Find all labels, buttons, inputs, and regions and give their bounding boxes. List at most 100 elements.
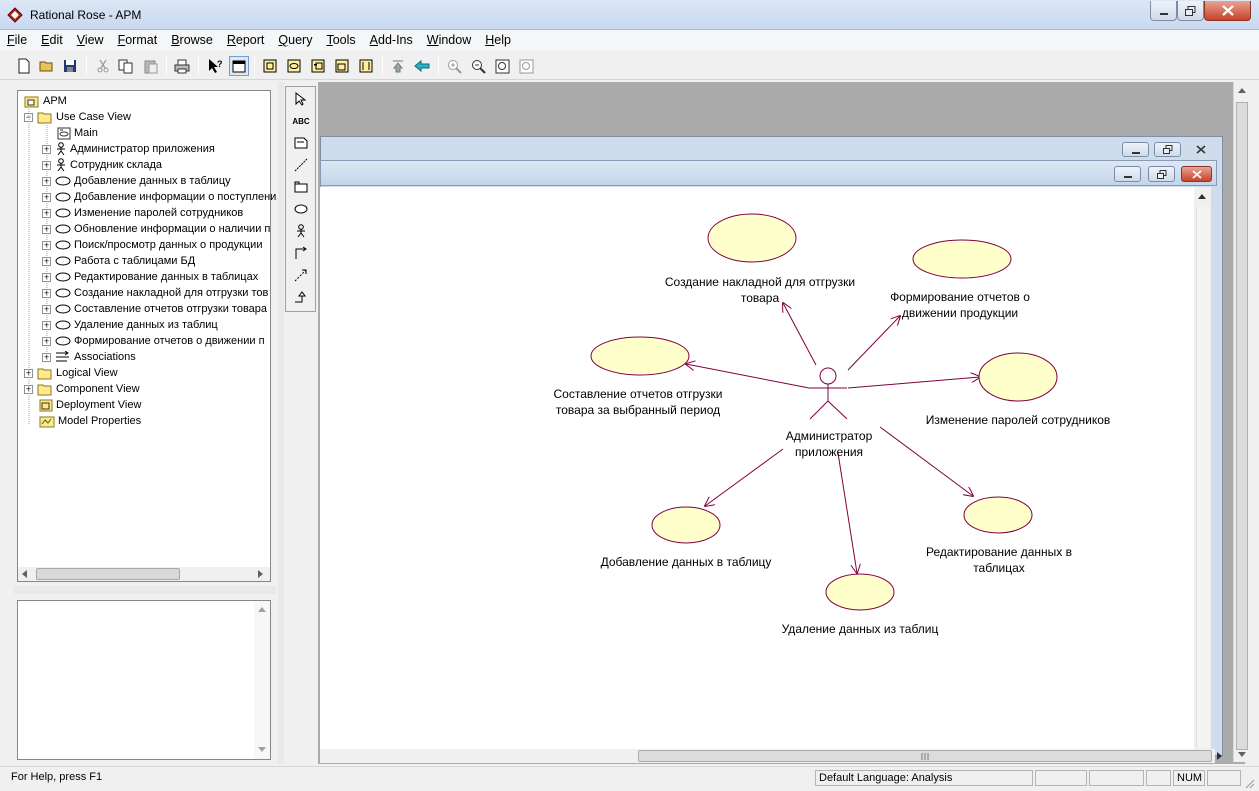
browser-hscroll-thumb[interactable] xyxy=(36,568,180,580)
tree-item[interactable]: +Добавление информации о поступлени xyxy=(42,189,276,205)
association-tool[interactable] xyxy=(290,243,312,263)
tree-item[interactable]: +Добавление данных в таблицу xyxy=(42,173,231,189)
use-case-uc4[interactable] xyxy=(978,352,1058,402)
association-uc1[interactable] xyxy=(783,303,817,366)
menu-help[interactable]: Help xyxy=(478,30,518,50)
menu-report[interactable]: Report xyxy=(220,30,272,50)
tree-item[interactable]: Main xyxy=(42,125,98,141)
association-uc5[interactable] xyxy=(705,448,784,506)
paste-button[interactable] xyxy=(140,56,160,76)
anchor-note-tool[interactable] xyxy=(290,155,312,175)
scroll-down-icon[interactable] xyxy=(1238,752,1246,757)
menu-format[interactable]: Format xyxy=(111,30,165,50)
browse-parent-button[interactable] xyxy=(388,56,408,76)
title-bar[interactable]: Rational Rose - APM xyxy=(0,0,1259,30)
generalization-tool[interactable] xyxy=(290,287,312,307)
tree-item[interactable]: +Поиск/просмотр данных о продукции xyxy=(42,237,262,253)
diagram-vscroll-track[interactable] xyxy=(1196,207,1209,747)
deployment-diagram-button[interactable] xyxy=(332,56,352,76)
open-button[interactable] xyxy=(37,56,57,76)
diagram-window-titlebar[interactable] xyxy=(320,160,1217,186)
use-case-uc6[interactable] xyxy=(963,496,1033,534)
tree-item[interactable]: +Удаление данных из таблиц xyxy=(42,317,218,333)
tree-item[interactable]: +Обновление информации о наличии п xyxy=(42,221,270,237)
class-diagram-button[interactable] xyxy=(260,56,280,76)
context-help-button[interactable]: ? xyxy=(205,56,225,76)
text-tool[interactable]: ABC xyxy=(290,111,312,131)
tree-item[interactable]: +Изменение паролей сотрудников xyxy=(42,205,243,221)
tree-item[interactable]: +Работа с таблицами БД xyxy=(42,253,195,269)
scroll-left-icon[interactable] xyxy=(22,570,28,578)
association-uc2[interactable] xyxy=(847,316,900,371)
use-case-uc3[interactable] xyxy=(590,336,690,376)
fit-in-window-button[interactable] xyxy=(492,56,512,76)
menu-add-ins[interactable]: Add-Ins xyxy=(363,30,420,50)
restore-button[interactable] xyxy=(1177,1,1204,21)
bg-window-restore-button[interactable] xyxy=(1154,142,1181,157)
browser-hscroll[interactable] xyxy=(18,567,270,581)
minimize-button[interactable] xyxy=(1150,1,1177,21)
actor-tool[interactable] xyxy=(290,221,312,241)
resize-grip-icon[interactable] xyxy=(1243,777,1255,789)
close-button[interactable] xyxy=(1204,1,1251,21)
use-case-diagram-button[interactable] xyxy=(284,56,304,76)
selection-tool[interactable] xyxy=(290,89,312,109)
actor-administrator[interactable] xyxy=(809,367,848,420)
use-case-uc7[interactable] xyxy=(825,573,895,611)
mdi-vscroll[interactable] xyxy=(1233,82,1250,762)
component-diagram-button[interactable] xyxy=(308,56,328,76)
tree-item[interactable]: Deployment View xyxy=(24,397,141,413)
menu-window[interactable]: Window xyxy=(420,30,478,50)
diagram-vscroll[interactable] xyxy=(1194,187,1211,749)
copy-button[interactable] xyxy=(116,56,136,76)
tree-item[interactable]: Model Properties xyxy=(24,413,141,429)
scroll-down-icon[interactable] xyxy=(258,747,266,752)
vertical-splitter[interactable] xyxy=(278,82,284,764)
tree-item[interactable]: +Редактирование данных в таблицах xyxy=(42,269,258,285)
menu-browse[interactable]: Browse xyxy=(164,30,220,50)
sequence-diagram-button[interactable] xyxy=(356,56,376,76)
menu-file[interactable]: File xyxy=(0,30,34,50)
view-browser-button[interactable] xyxy=(229,56,249,76)
association-uc7[interactable] xyxy=(837,452,857,573)
tree-item[interactable]: +Сотрудник склада xyxy=(42,157,162,173)
horizontal-splitter[interactable] xyxy=(14,586,276,594)
use-case-tool[interactable] xyxy=(290,199,312,219)
zoom-out-button[interactable] xyxy=(468,56,488,76)
diagram-close-button[interactable] xyxy=(1181,166,1212,182)
print-button[interactable] xyxy=(172,56,192,76)
association-uc3[interactable] xyxy=(686,364,810,389)
browse-previous-button[interactable] xyxy=(412,56,432,76)
tree-item[interactable]: APM xyxy=(20,93,67,109)
note-tool[interactable] xyxy=(290,133,312,153)
diagram-hscroll[interactable] xyxy=(320,749,1222,763)
menu-query[interactable]: Query xyxy=(271,30,319,50)
use-case-uc1[interactable] xyxy=(707,213,797,263)
association-uc4[interactable] xyxy=(847,377,980,389)
save-button[interactable] xyxy=(60,56,80,76)
bg-window-close-button[interactable] xyxy=(1189,142,1213,157)
zoom-in-button[interactable] xyxy=(444,56,464,76)
use-case-uc5[interactable] xyxy=(651,506,721,544)
menu-edit[interactable]: Edit xyxy=(34,30,70,50)
tree-item[interactable]: +Создание накладной для отгрузки тов xyxy=(42,285,268,301)
mdi-vscroll-thumb[interactable] xyxy=(1236,102,1248,750)
scroll-up-icon[interactable] xyxy=(258,607,266,612)
dependency-tool[interactable] xyxy=(290,265,312,285)
menu-view[interactable]: View xyxy=(70,30,111,50)
doc-vscroll[interactable] xyxy=(254,601,270,759)
menu-tools[interactable]: Tools xyxy=(319,30,362,50)
diagram-restore-button[interactable] xyxy=(1148,166,1175,182)
scroll-right-icon[interactable] xyxy=(1217,752,1223,760)
scroll-up-icon[interactable] xyxy=(1198,194,1206,199)
bg-window-minimize-button[interactable] xyxy=(1122,142,1149,157)
package-tool[interactable] xyxy=(290,177,312,197)
tree-item[interactable]: +Составление отчетов отгрузки товара xyxy=(42,301,267,317)
new-file-button[interactable] xyxy=(14,56,34,76)
documentation-window[interactable] xyxy=(17,600,271,760)
association-uc6[interactable] xyxy=(879,426,973,496)
diagram-hscroll-thumb[interactable] xyxy=(638,750,1212,762)
undo-fit-button[interactable] xyxy=(516,56,536,76)
